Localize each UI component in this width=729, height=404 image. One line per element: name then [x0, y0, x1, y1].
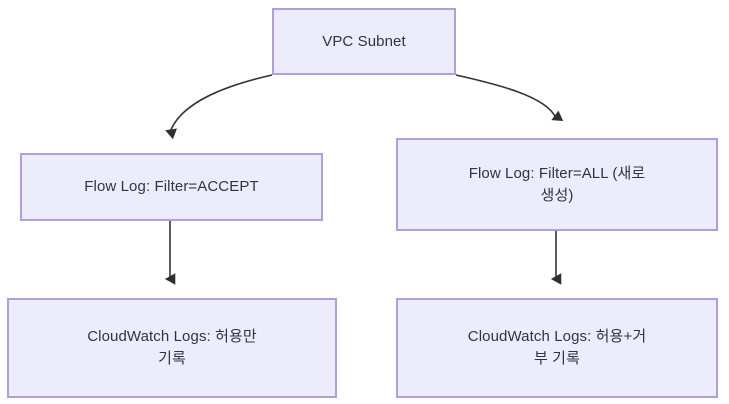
node-label-flow-log-accept: Flow Log: Filter=ACCEPT [84, 178, 259, 196]
node-cloudwatch-logs-all[interactable]: CloudWatch Logs: 허용+거 부 기록 [396, 298, 718, 398]
node-label-flow-log-all: Flow Log: Filter=ALL (새로 생성) [468, 164, 646, 204]
node-cloudwatch-logs-accept[interactable]: CloudWatch Logs: 허용만 기록 [7, 298, 337, 398]
node-label-vpc-subnet: VPC Subnet [322, 32, 406, 50]
node-flow-log-all[interactable]: Flow Log: Filter=ALL (새로 생성) [396, 138, 718, 231]
node-label-cloudwatch-logs-accept: CloudWatch Logs: 허용만 기록 [87, 328, 257, 367]
edge-vpc-to-flow-accept [165, 74, 273, 140]
node-vpc-subnet[interactable]: VPC Subnet [272, 8, 456, 75]
node-flow-log-accept[interactable]: Flow Log: Filter=ACCEPT [20, 153, 323, 221]
edge-vpc-to-flow-all [455, 74, 564, 122]
node-label-cloudwatch-logs-all: CloudWatch Logs: 허용+거 부 기록 [467, 328, 647, 367]
